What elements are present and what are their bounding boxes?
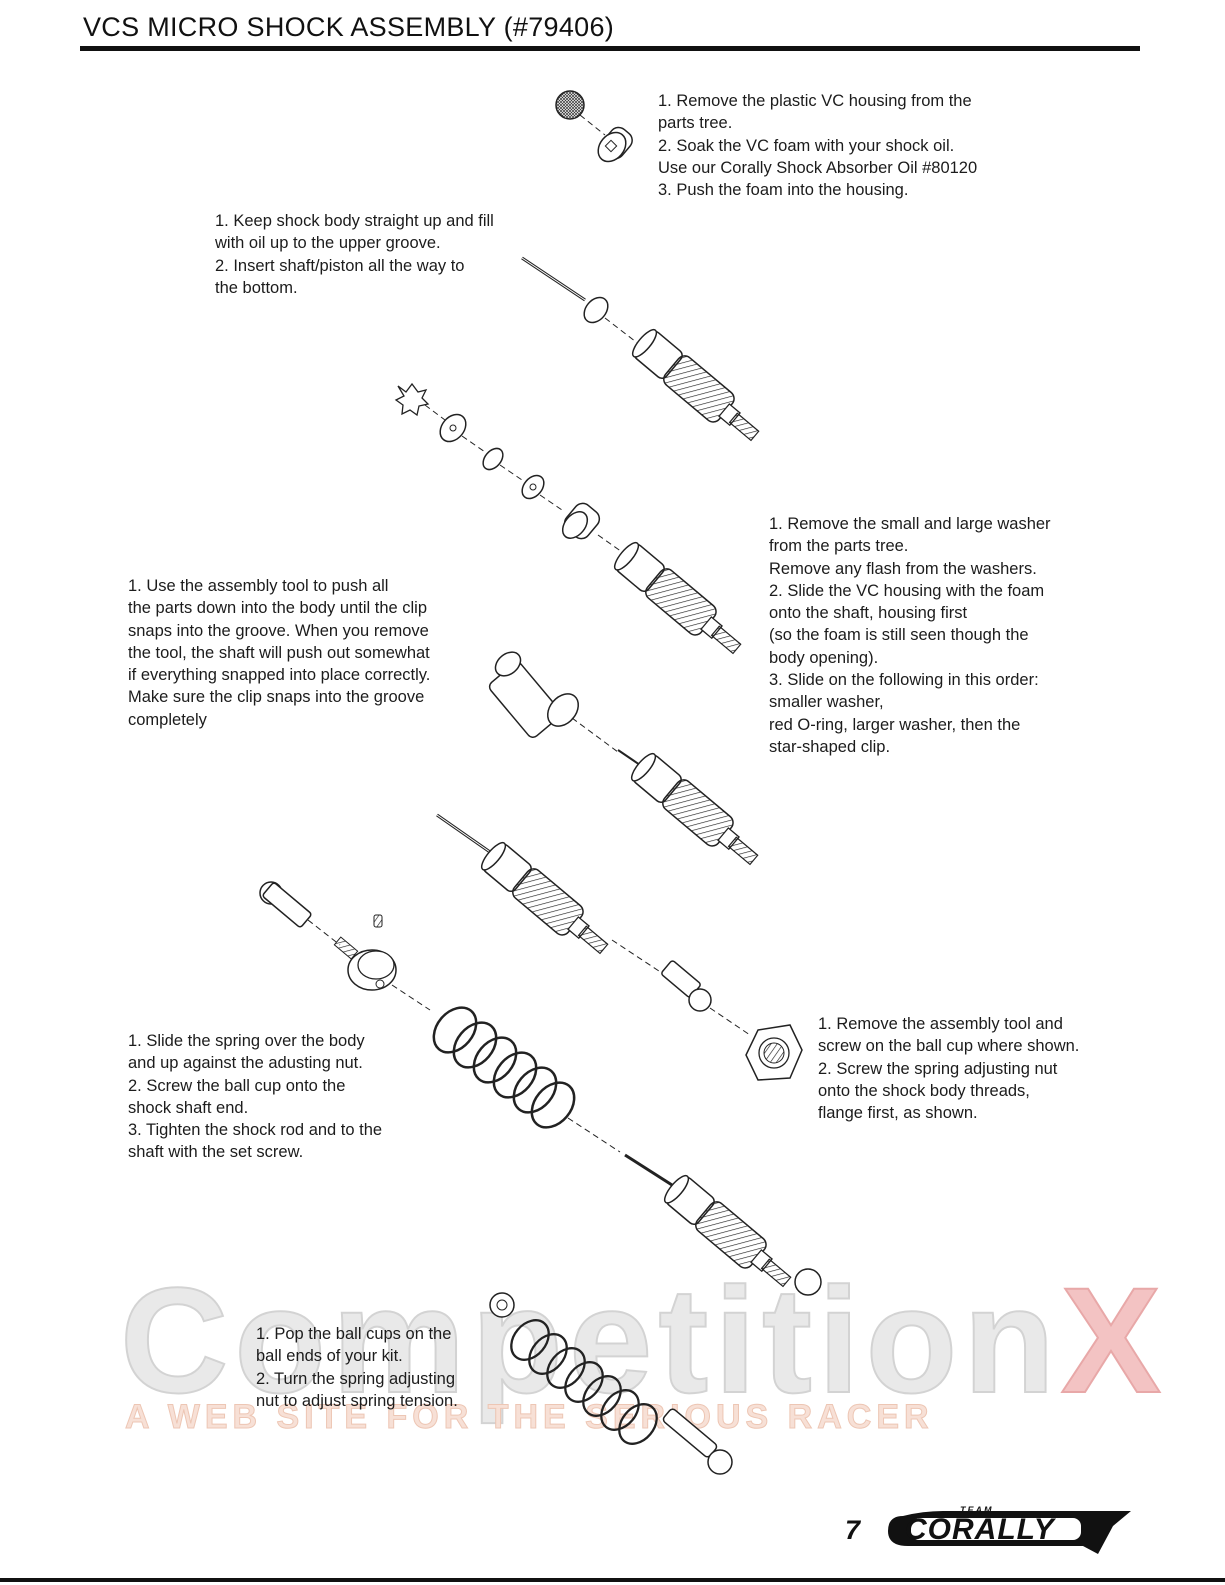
note-line: parts tree. xyxy=(658,114,733,133)
note-line: 2. Slide the VC housing with the foam xyxy=(769,581,1045,600)
note-line: 3. Tighten the shock rod and to the xyxy=(128,1121,383,1140)
title-rule xyxy=(80,46,1140,51)
note-line: if everything snapped into place correct… xyxy=(128,666,431,685)
corally-logo-shape xyxy=(888,1511,1131,1554)
spring xyxy=(432,1006,576,1129)
note-line: and up against the adusting nut. xyxy=(128,1054,363,1073)
ball-end xyxy=(661,960,712,1012)
note-line: the parts down into the body until the c… xyxy=(128,599,428,618)
shock-body-1 xyxy=(627,324,768,451)
shock-body-3 xyxy=(626,748,767,875)
note-line: body opening). xyxy=(769,648,879,667)
note-line: star-shaped clip. xyxy=(769,737,891,756)
lower-cup xyxy=(347,949,397,991)
rod-end xyxy=(259,881,312,928)
note-line: the tool, the shaft will push out somewh… xyxy=(128,643,430,662)
shock-body-5 xyxy=(659,1170,800,1297)
page-number: 7 xyxy=(845,1515,861,1545)
note-line: nut to adjust spring tension. xyxy=(256,1391,458,1410)
final-shock xyxy=(489,1292,733,1475)
note-vc-housing: 1. Remove the plastic VC housing from th… xyxy=(658,90,977,201)
note-line: 1. Remove the assembly tool and xyxy=(818,1015,1063,1033)
note-line: Make sure the clip snaps into the groove xyxy=(128,688,425,707)
page-title: VCS MICRO SHOCK ASSEMBLY (#79406) xyxy=(83,12,615,42)
note-line: 1. Remove the small and large washer xyxy=(769,515,1051,533)
note-spring: 1. Slide the spring over the body and up… xyxy=(128,1030,382,1164)
note-line: onto the shock body threads, xyxy=(818,1081,1030,1100)
note-line: shaft with the set screw. xyxy=(128,1143,304,1162)
note-line: ball ends of your kit. xyxy=(256,1347,403,1366)
note-line: snaps into the groove. When you remove xyxy=(128,621,429,640)
note-assembly-tool: 1. Use the assembly tool to push all the… xyxy=(128,575,430,731)
vc-housing xyxy=(597,126,633,163)
star-clip xyxy=(394,382,430,417)
note-line: with oil up to the upper groove. xyxy=(215,234,441,253)
note-line: Use our Corally Shock Absorber Oil #8012… xyxy=(658,158,978,177)
note-line: 2. Insert shaft/piston all the way to xyxy=(215,256,465,275)
note-line: 1. Slide the spring over the body xyxy=(128,1032,365,1050)
assembly-tool xyxy=(488,651,580,738)
note-line: the bottom. xyxy=(215,278,298,297)
note-line: 1. Remove the plastic VC housing from th… xyxy=(658,92,972,110)
note-line: 1. Use the assembly tool to push all xyxy=(128,577,389,595)
note-line: 1. Keep shock body straight up and fill xyxy=(215,212,494,230)
note-line: 1. Pop the ball cups on the xyxy=(256,1325,452,1343)
note-line: completely xyxy=(128,710,207,729)
note-line: 2. Screw the ball cup onto the xyxy=(128,1076,346,1095)
set-screw xyxy=(373,914,383,928)
vc-foam xyxy=(555,90,585,120)
note-line: screw on the ball cup where shown. xyxy=(818,1037,1080,1056)
note-line: red O-ring, larger washer, then the xyxy=(769,715,1021,734)
note-line: Remove any flash from the washers. xyxy=(769,559,1037,578)
watermark-tagline: A WEB SITE FOR THE SERIOUS RACER xyxy=(125,1398,934,1437)
note-line: 2. Turn the spring adjusting xyxy=(256,1369,456,1388)
note-line: flange first, as shown. xyxy=(818,1104,978,1123)
note-line: 3. Slide on the following in this order: xyxy=(769,671,1039,690)
adjusting-nut xyxy=(745,1024,803,1081)
note-line: 3. Push the foam into the housing. xyxy=(658,181,909,200)
note-fill-oil: 1. Keep shock body straight up and fill … xyxy=(215,210,494,299)
note-line: from the parts tree. xyxy=(769,537,909,556)
note-line: onto the shaft, housing first xyxy=(769,604,968,623)
note-line: 2. Screw the spring adjusting nut xyxy=(818,1059,1058,1078)
note-line: smaller washer, xyxy=(769,693,884,712)
note-final: 1. Pop the ball cups on the ball ends of… xyxy=(256,1323,458,1412)
watermark-accent: X xyxy=(1060,1256,1167,1424)
bottom-rule xyxy=(0,1578,1225,1582)
shock-body-2 xyxy=(609,537,750,664)
note-line: shock shaft end. xyxy=(128,1098,249,1117)
shock-body-4 xyxy=(476,837,617,964)
note-line: 2. Soak the VC foam with your shock oil. xyxy=(658,136,955,155)
note-line: (so the foam is still seen though the xyxy=(769,626,1029,645)
brand-tag: TEAM xyxy=(960,1505,994,1515)
brand-name: CORALLY xyxy=(905,1513,1055,1546)
note-washers: 1. Remove the small and large washer fro… xyxy=(769,513,1051,758)
note-ball-cup: 1. Remove the assembly tool and screw on… xyxy=(818,1013,1079,1124)
